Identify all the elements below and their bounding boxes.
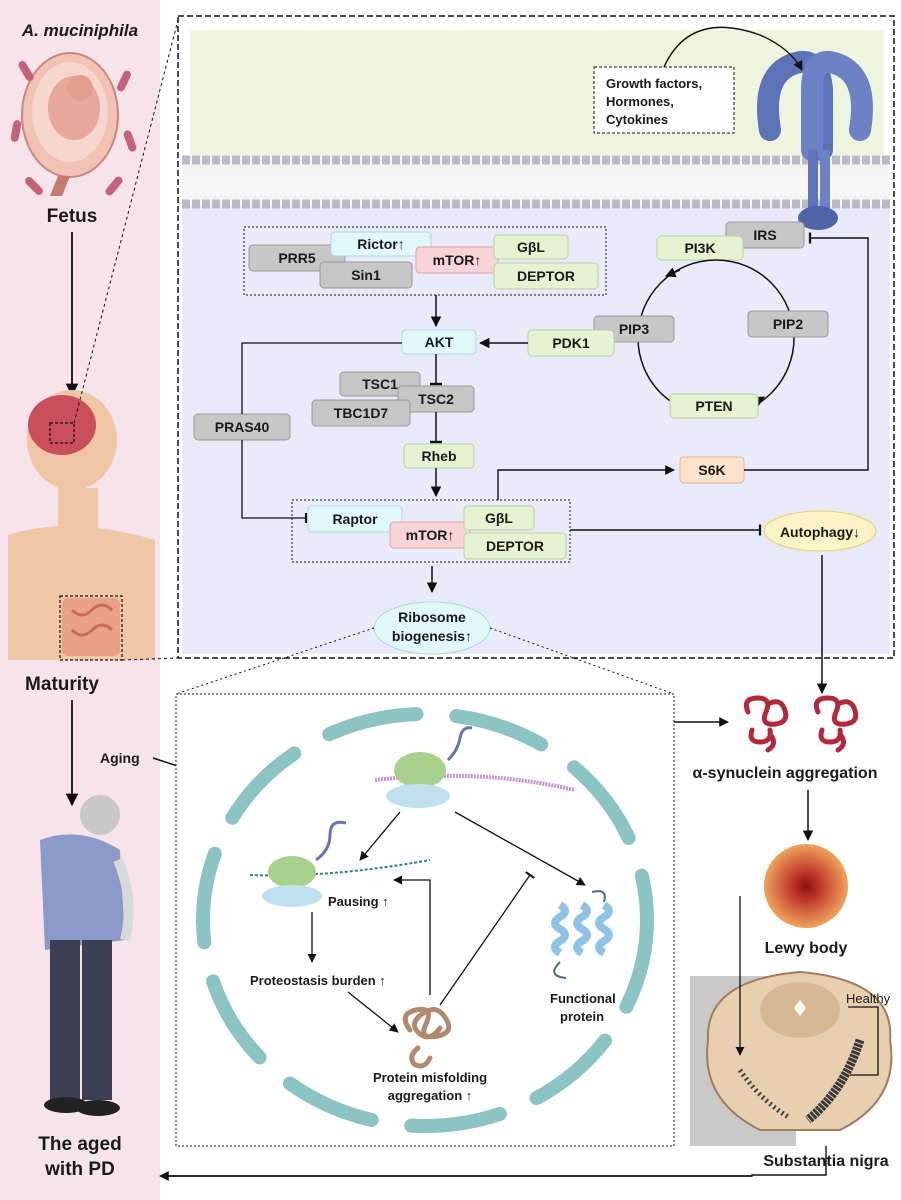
- pi3k-cycle-arrow: [665, 267, 681, 278]
- mtorc2-mtor-label: mTOR↑: [433, 252, 482, 268]
- akt-to-pras40-line: [241, 342, 402, 414]
- cell-signaling-panel: Growth factors, Hormones, Cytokines IRS …: [177, 15, 895, 659]
- autophagy-ellipse: [763, 510, 877, 552]
- mtorc1-mtor-label: mTOR↑: [406, 527, 455, 543]
- mtorc2-gbl-label: GβL: [517, 239, 545, 255]
- mtorc2-sin1-label: Sin1: [351, 267, 381, 283]
- ribosome-to-pausing-arrow: [359, 811, 401, 861]
- tbc1d7-box: [311, 399, 411, 427]
- functional-line1: Functional: [550, 991, 616, 1006]
- rheb-label: Rheb: [422, 448, 457, 464]
- proteostasis-label: Proteostasis burden ↑: [250, 973, 386, 988]
- ligands-box: [593, 66, 735, 134]
- gut-inset-marker: [59, 595, 123, 661]
- pip2-label: PIP2: [773, 316, 804, 332]
- healthy-pointer: [848, 1006, 879, 1076]
- pdk1-label: PDK1: [552, 335, 590, 351]
- rheb-box: [403, 443, 475, 469]
- tbc1d7-label: TBC1D7: [334, 405, 389, 421]
- pip3-label: PIP3: [619, 321, 650, 337]
- pten-box: [669, 393, 759, 419]
- aged-label-line2: with PD: [44, 1159, 115, 1180]
- mtorc1-to-s6k-arrow: [497, 465, 675, 500]
- s6k-inhibits-irs: [744, 232, 869, 471]
- pathology-column: α-synuclein aggregation Lewy body Health…: [159, 555, 893, 1181]
- mtorc2-sin1-box: [319, 261, 413, 289]
- mtorc1-complex-box: [291, 499, 571, 563]
- mtorc2-mtor-box: [415, 246, 499, 274]
- mtorc1-gbl-box: [463, 505, 535, 531]
- fetus-illustration: [10, 52, 137, 196]
- misfolded-protein: [402, 1006, 452, 1069]
- misfold-line1: Protein misfolding: [373, 1070, 487, 1085]
- ribosome-line1: Ribosome: [398, 609, 466, 625]
- cell-outline: [196, 707, 654, 1133]
- ribosome-line2: biogenesis↑: [392, 628, 472, 644]
- elderly-illustration: [40, 795, 134, 1116]
- healthy-label: Healthy: [846, 991, 891, 1006]
- top-ribosome: [374, 726, 576, 808]
- burden-to-misfolding-arrow: [347, 991, 399, 1033]
- tsc2-label: TSC2: [418, 391, 454, 407]
- functional-protein: [551, 890, 613, 979]
- cell-membrane: [182, 155, 890, 209]
- pausing-label: Pausing ↑: [328, 894, 389, 909]
- irs-label: IRS: [753, 227, 776, 243]
- pras40-label: PRAS40: [215, 419, 270, 435]
- pi3k-label: PI3K: [684, 240, 715, 256]
- asyn-aggregates: [743, 695, 859, 753]
- mtorc1-raptor-label: Raptor: [332, 511, 378, 527]
- mtorc2-rictor-box: [330, 231, 432, 257]
- adult-illustration: [8, 390, 155, 660]
- mtorc1-deptor-label: DEPTOR: [486, 538, 544, 554]
- misfolding-feedback-arrow: [393, 875, 431, 995]
- ribosome-to-folding-arrow: [454, 811, 586, 886]
- pausing-ribosome: [249, 820, 431, 907]
- pras40-inhibits-raptor: [241, 440, 308, 524]
- mtorc2-complex-box: [243, 226, 607, 296]
- asyn-label: α-synuclein aggregation: [693, 765, 878, 782]
- substantia-nigra-illustration: [706, 970, 893, 1131]
- lewy-body-illustration: [764, 844, 848, 928]
- tsc1-label: TSC1: [362, 376, 398, 392]
- lifespan-column: A. muciniphila Fetus: [0, 0, 369, 1200]
- misfolding-inhibits-folding: [439, 871, 535, 1006]
- translation-panel: Pausing ↑ Proteostasis burden ↑ Protein …: [175, 693, 675, 1147]
- mtorc1-raptor-box: [307, 505, 403, 533]
- pip2-box: [747, 310, 829, 338]
- mtorc2-gbl-box: [493, 234, 569, 260]
- akt-label: AKT: [425, 334, 454, 350]
- ligands-line2: Hormones,: [606, 94, 674, 109]
- lewy-label: Lewy body: [765, 940, 848, 957]
- ligands-line3: Cytokines: [606, 112, 668, 127]
- akt-box: [401, 329, 477, 355]
- pten-label: PTEN: [695, 398, 732, 414]
- autophagy-label: Autophagy↓: [780, 524, 860, 540]
- mtorc2-deptor-box: [493, 262, 599, 290]
- functional-line2: protein: [560, 1009, 604, 1024]
- pi3k-box: [656, 235, 744, 261]
- mtorc1-deptor-box: [463, 532, 567, 560]
- s6k-label: S6K: [698, 462, 725, 478]
- maturity-label: Maturity: [25, 674, 99, 695]
- misfold-line2: aggregation ↑: [388, 1088, 473, 1103]
- ligand-binding-arrow: [663, 26, 803, 71]
- irs-box: [725, 221, 805, 249]
- bacterium-label: A. muciniphila: [21, 21, 138, 40]
- mtorc2-prr5-label: PRR5: [278, 250, 316, 266]
- aging-label: Aging: [100, 750, 140, 766]
- aged-label-line1: The aged: [38, 1134, 121, 1155]
- mtorc2-rictor-label: Rictor↑: [357, 236, 404, 252]
- brain-inset-marker: [49, 422, 75, 444]
- mtorc1-gbl-label: GβL: [485, 510, 513, 526]
- nigra-to-aged-line: [160, 1146, 827, 1177]
- mtorc2-deptor-label: DEPTOR: [517, 268, 575, 284]
- ligands-line1: Growth factors,: [606, 76, 702, 91]
- fetus-label: Fetus: [47, 206, 98, 227]
